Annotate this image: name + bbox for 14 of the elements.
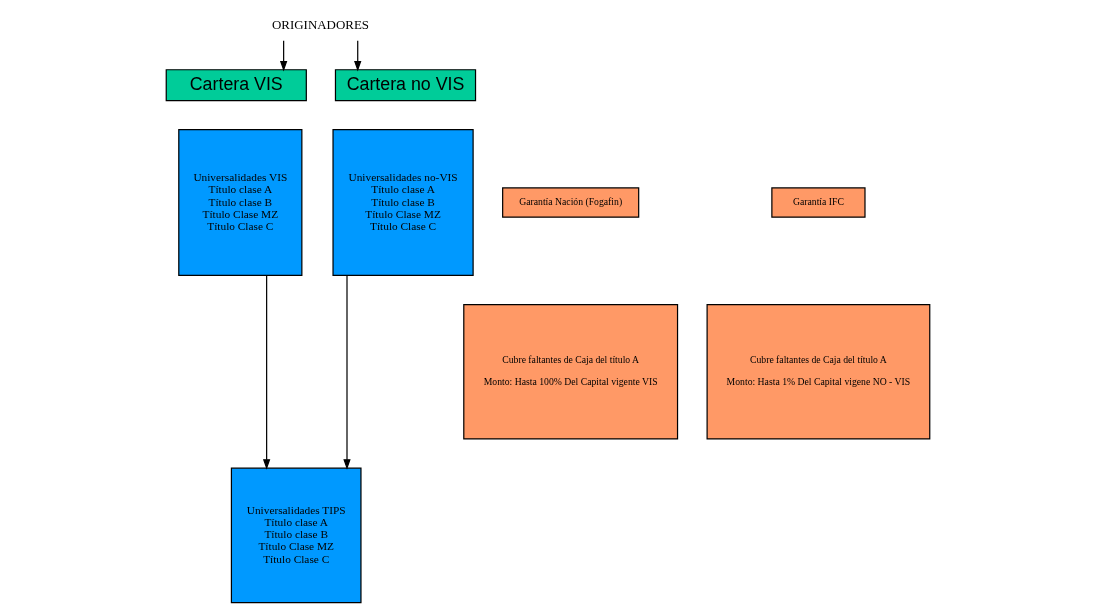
node-box: Universalidades no-VIS Título clase A Título clase B Título Clase MZ Título Clase C: [332, 129, 474, 277]
node-box: Cartera VIS: [165, 69, 307, 102]
arrow: [279, 40, 288, 72]
node-box: Cubre faltantes de Caja del título A Monto: Hasta 100% Del Capital vigente VIS: [463, 303, 679, 440]
node-text: ORIGINADORES: [271, 17, 369, 33]
arrow: [343, 274, 351, 470]
arrow: [354, 40, 362, 72]
node-box: Cubre faltantes de Caja del título A Monto: Hasta 1% Del Capital vigene NO - VIS: [706, 303, 931, 440]
node-box: Garantía IFC: [771, 187, 866, 218]
node-box: Universalidades VIS Título clase A Título clase B Título Clase MZ Título Clase C: [178, 129, 303, 277]
node-box: Cartera no VIS: [334, 69, 477, 102]
arrow: [262, 274, 271, 470]
node-box: Universalidades TIPS Título clase A Título clase B Título Clase MZ Título Clase C: [230, 467, 362, 604]
node-box: Garantía Nación (Fogafin): [502, 187, 640, 218]
